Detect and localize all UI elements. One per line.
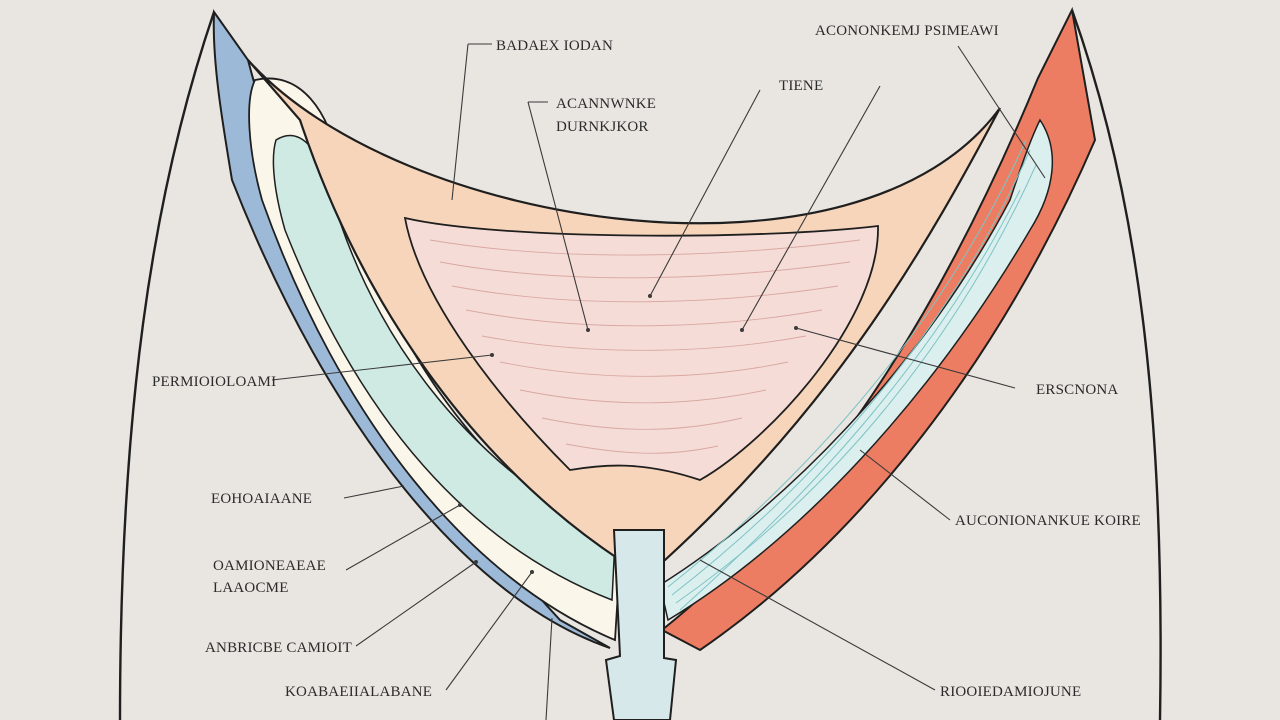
stalk (604, 529, 678, 720)
label-left-2: EOHOAIAANE (211, 491, 312, 507)
label-left-3-line2: LAAOCME (213, 580, 289, 596)
label-bottom-left: KOABAEIIALABANE (285, 684, 432, 700)
core-striations (429, 239, 861, 454)
inner-pink-core (403, 216, 879, 481)
leader-lines (271, 43, 1046, 720)
label-left-1: PERMIOIOLOAMI (152, 374, 276, 390)
label-right-2: AUCONIONANKUE KOIRE (955, 513, 1141, 529)
right-stripes (667, 139, 1037, 611)
label-upper-mid-line2: DURNKJKOR (556, 119, 649, 135)
label-right-1: ERSCNONA (1036, 382, 1118, 398)
label-upper-right-small: TIENE (779, 78, 823, 94)
label-top-center: BADAEX IODAN (496, 38, 613, 54)
label-left-3-line1: OAMIONEAEAE (213, 558, 326, 574)
label-upper-mid-line1: ACANNWNKE (556, 96, 656, 112)
outer-outline (118, 9, 1162, 720)
leader-dots (458, 294, 798, 574)
label-top-right: ACONONKEMJ PSIMEAWI (815, 23, 999, 39)
label-left-4: ANBRICBE CAMIOIT (205, 640, 352, 656)
label-bottom-right: RIOOIEDAMIOJUNE (940, 684, 1081, 700)
right-striped-layer (659, 118, 1054, 622)
